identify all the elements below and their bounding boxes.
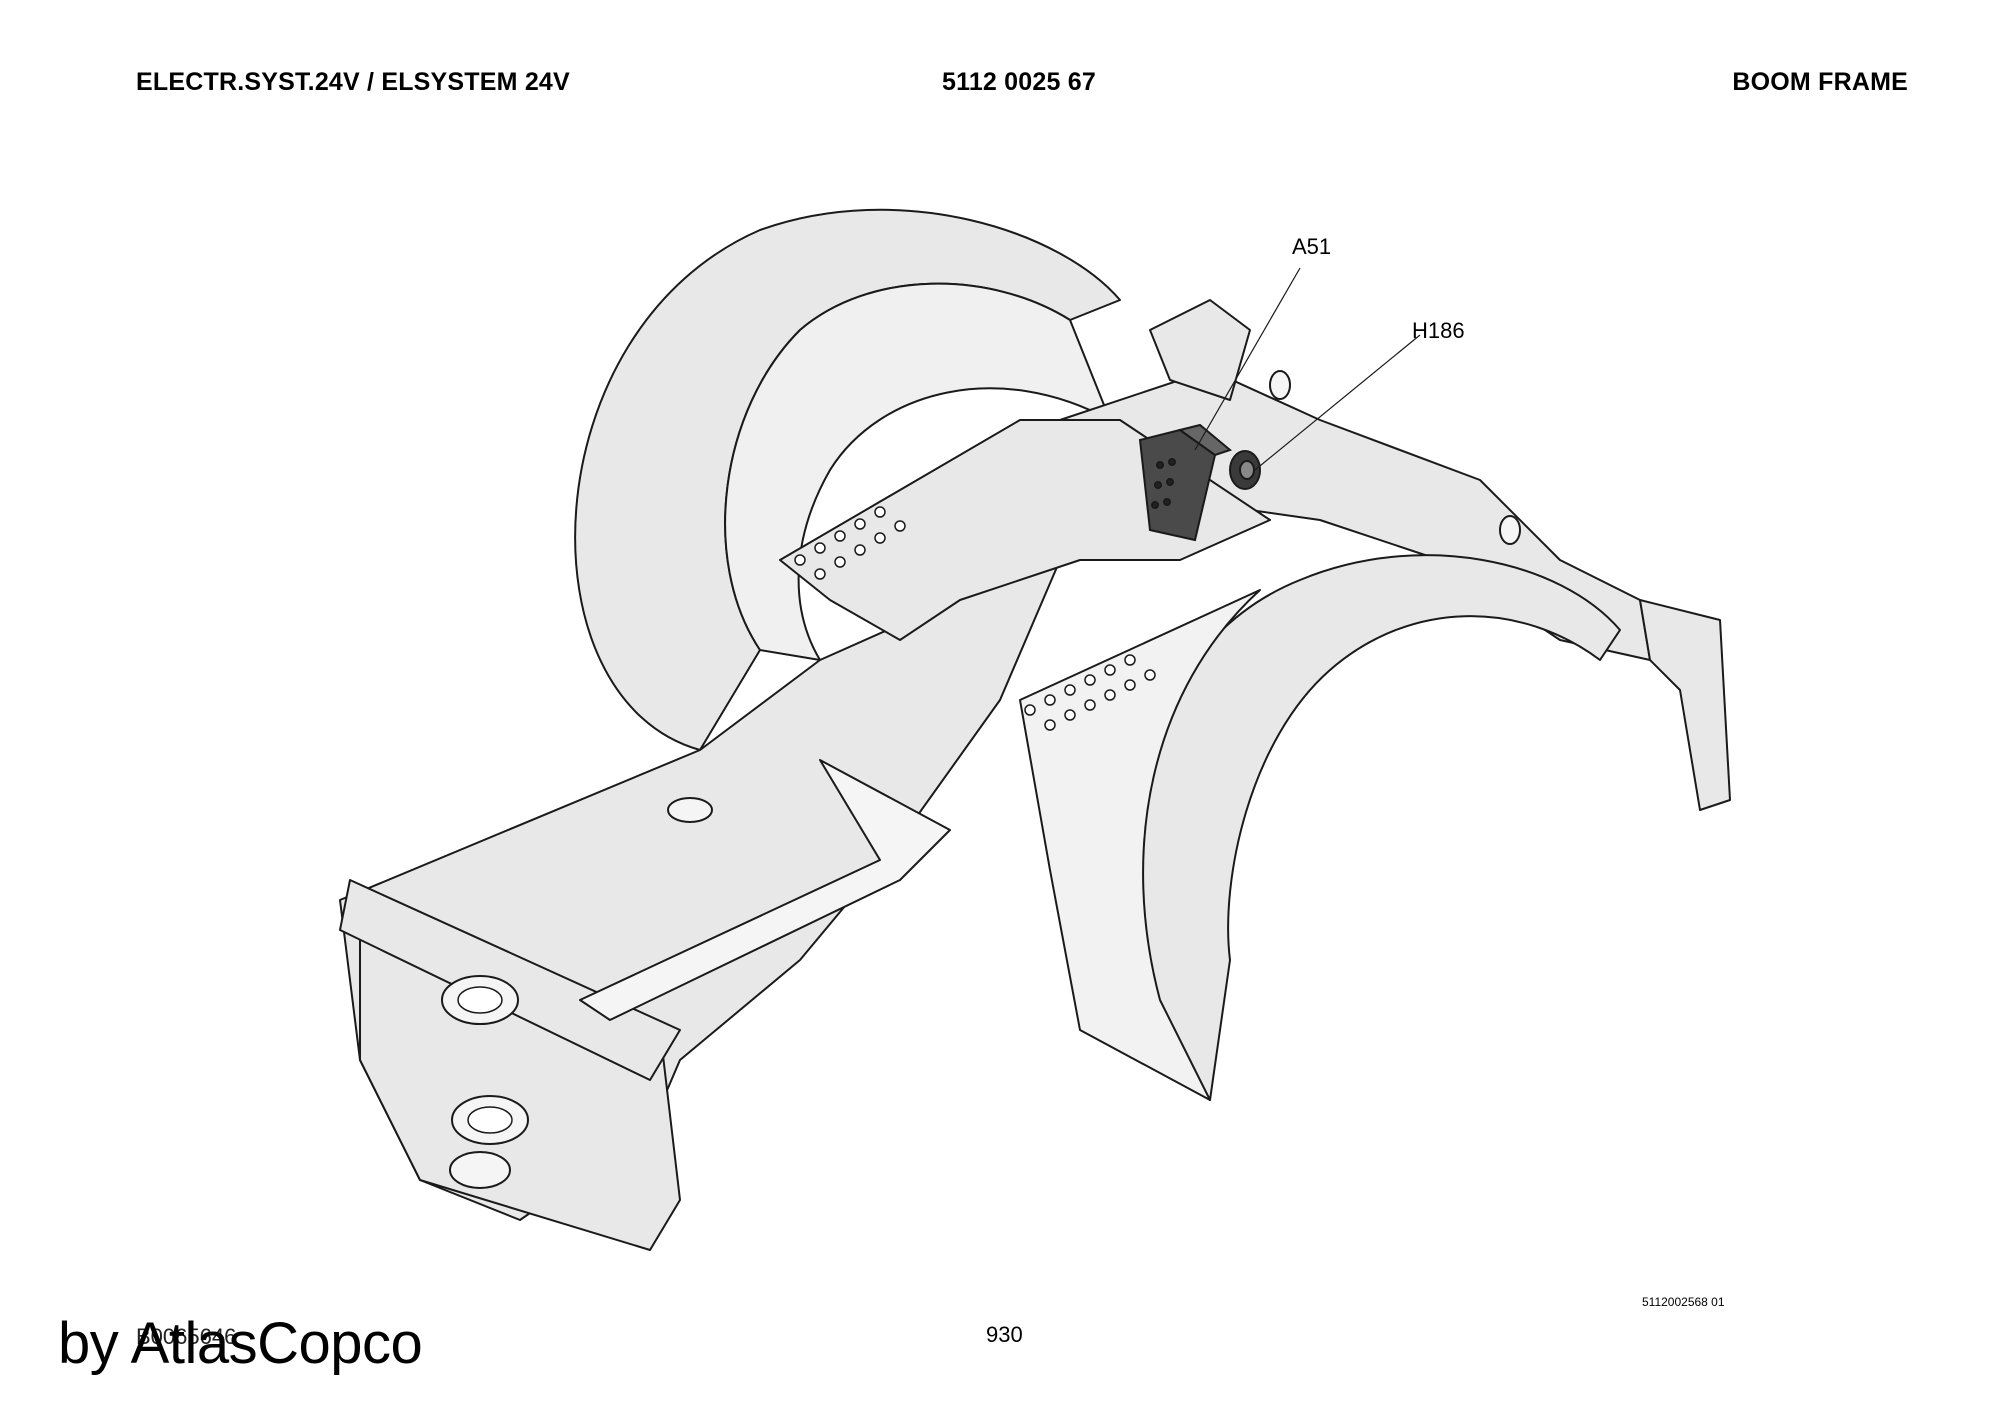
page-number: 930 [986,1322,1023,1347]
arm-link [579,759,951,1021]
pivot-hole [667,797,713,823]
rear-hole-b [1499,515,1521,545]
header-title-right: BOOM FRAME [1732,68,1908,96]
header-part-number: 5112 0025 67 [942,68,1096,96]
callout-h186: H186 [1412,318,1465,343]
a51-component [1138,423,1233,542]
leader-h186 [1254,334,1421,471]
drawing-code: B0065646 [136,1324,237,1349]
left-fender-inner [724,282,1111,661]
callout-a51: A51 [1292,234,1331,259]
hinge-eye-bottom [449,1151,511,1189]
rear-right-block [1639,599,1731,811]
header-title-left: ELECTR.SYST.24V / ELSYSTEM 24V [136,68,570,96]
h186-component [1229,450,1261,490]
brand-watermark: by AtlasCopco [58,1311,423,1376]
front-plate [339,879,681,1081]
right-fender-side [1019,589,1261,1101]
leader-a51 [1194,267,1301,451]
rear-hole-a [1269,370,1291,400]
rear-left-block [1149,299,1251,401]
document-number: 5112002568 01 [1642,1295,1725,1309]
